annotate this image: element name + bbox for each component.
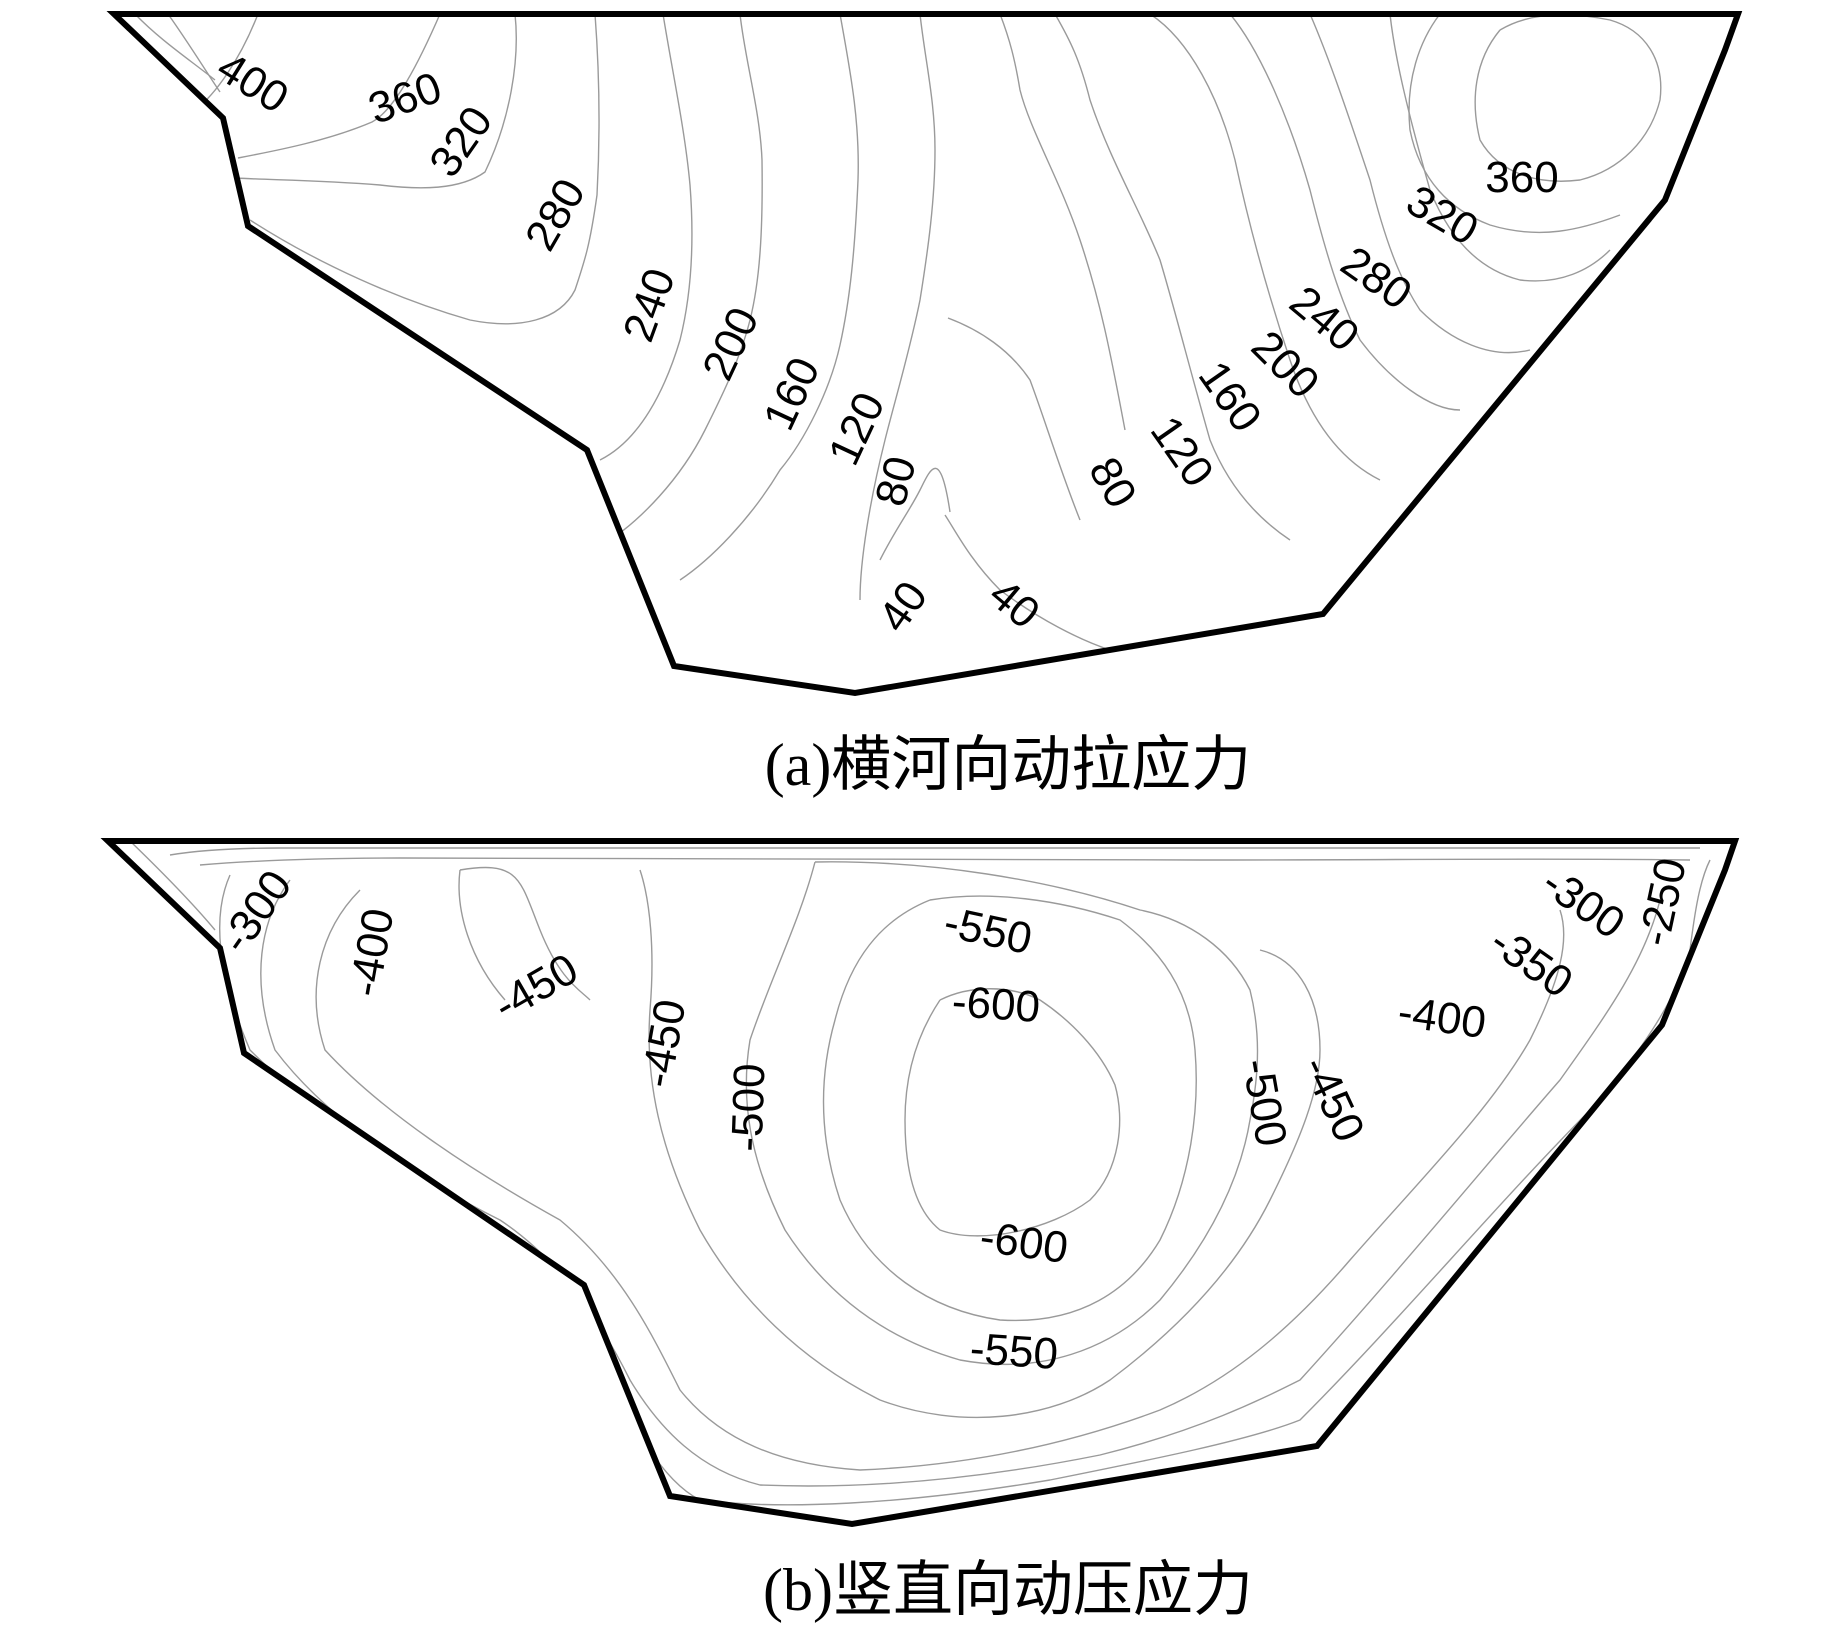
contour-label: 80 xyxy=(866,451,926,511)
contour-line xyxy=(1149,14,1381,481)
contour-line xyxy=(1408,14,1621,234)
contour-line xyxy=(315,889,1565,1471)
panel-a-contours xyxy=(134,14,1662,651)
contour-label: 80 xyxy=(1079,449,1146,516)
contour-label: 360 xyxy=(362,63,448,134)
panel-b: -300 -400 -450 -450 -500 -550 -600 -600 … xyxy=(100,838,1740,1623)
panel-b-caption: (b)竖直向动压应力 xyxy=(763,1557,1253,1623)
contour-label: -600 xyxy=(950,977,1041,1032)
contour-line xyxy=(1474,14,1662,182)
contour-line xyxy=(745,861,1259,1366)
contour-line xyxy=(639,869,1321,1419)
contour-line xyxy=(1229,14,1461,411)
contour-line xyxy=(234,14,517,189)
contour-line xyxy=(599,14,693,461)
contour-label: 40 xyxy=(869,573,937,641)
contour-label: 320 xyxy=(1398,176,1486,255)
contour-line xyxy=(879,467,951,561)
contour-label: -450 xyxy=(632,996,696,1091)
contour-line xyxy=(167,14,221,93)
contour-label: 200 xyxy=(693,300,768,387)
contour-line xyxy=(999,14,1126,431)
contour-line xyxy=(944,514,1111,651)
contour-label: -550 xyxy=(968,1324,1059,1379)
contour-label: 240 xyxy=(614,262,685,348)
contour-label: 280 xyxy=(516,171,595,259)
contour-label: -550 xyxy=(940,898,1036,964)
contour-label: 160 xyxy=(754,350,829,437)
contour-label: -500 xyxy=(722,1063,774,1153)
panel-a-caption: (a)横河向动拉应力 xyxy=(765,732,1252,798)
contour-line xyxy=(609,14,763,541)
contour-line xyxy=(237,14,441,159)
contour-label: -300 xyxy=(1533,858,1633,949)
contour-label: -350 xyxy=(1481,917,1581,1008)
contour-label: -400 xyxy=(1395,987,1489,1048)
contour-line xyxy=(859,14,936,601)
contour-line xyxy=(249,14,600,325)
contour-line xyxy=(947,317,1081,521)
contour-line xyxy=(904,988,1121,1237)
contour-line xyxy=(822,895,1197,1322)
panel-b-outline xyxy=(100,838,1740,1528)
contour-line xyxy=(679,14,859,581)
contour-line xyxy=(459,866,591,1001)
contour-label: -600 xyxy=(977,1212,1071,1273)
contour-label: 360 xyxy=(1485,153,1558,202)
contour-line xyxy=(1389,14,1611,282)
panel-a-labels: 400 360 320 280 240 200 160 120 80 40 40… xyxy=(209,42,1559,640)
contour-line xyxy=(458,869,506,1001)
contour-line xyxy=(129,841,216,931)
contour-line xyxy=(199,857,1691,866)
contour-line xyxy=(169,847,1700,856)
contour-label: -300 xyxy=(211,862,302,962)
contour-line xyxy=(1054,14,1291,541)
contour-label: 120 xyxy=(1141,408,1223,496)
panel-a: 400 360 320 280 240 200 160 120 80 40 40… xyxy=(106,11,1743,798)
contour-label: -500 xyxy=(1233,1055,1297,1150)
contour-label: -400 xyxy=(340,905,404,1000)
panel-b-labels: -300 -400 -450 -450 -500 -550 -600 -600 … xyxy=(211,854,1696,1379)
contour-line xyxy=(134,14,216,81)
contour-label: -250 xyxy=(1630,854,1696,950)
contour-line xyxy=(260,879,1661,1487)
contour-label: 400 xyxy=(209,42,297,122)
contour-label: -450 xyxy=(1292,1049,1374,1150)
contour-label: -450 xyxy=(485,944,586,1030)
panel-a-outline xyxy=(106,11,1743,697)
contour-line xyxy=(1309,14,1531,354)
